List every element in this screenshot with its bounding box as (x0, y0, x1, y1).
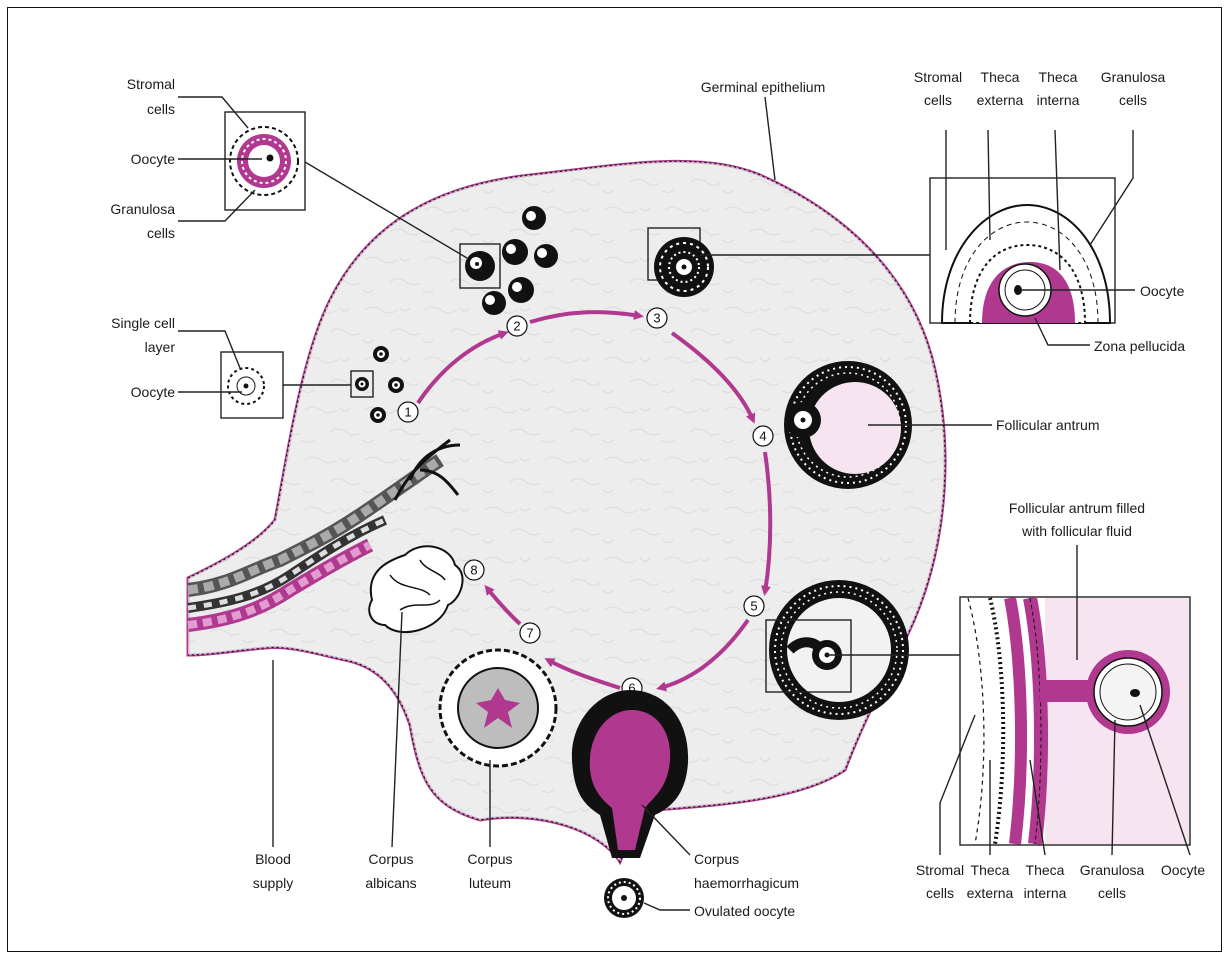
svg-text:cells: cells (147, 225, 175, 241)
label-tr-theca-externa-1: Theca (981, 69, 1020, 85)
svg-text:cells: cells (147, 101, 175, 117)
svg-text:Corpus: Corpus (368, 851, 413, 867)
inset-primary-follicle (225, 112, 305, 210)
label-br-granulosa-1: Granulosa (1080, 862, 1145, 878)
label-blood-supply-1: Blood (255, 851, 291, 867)
svg-text:albicans: albicans (365, 875, 416, 891)
label-br-stromal-2: cells (926, 885, 954, 901)
svg-text:Corpus: Corpus (467, 851, 512, 867)
label-single-cell-layer-1: Single cell (111, 315, 175, 331)
stage-7: 7 (520, 623, 540, 643)
label-tr-granulosa-2: cells (1119, 92, 1147, 108)
stage-1: 1 (398, 402, 418, 422)
label-germinal-epithelium: Germinal epithelium (701, 79, 826, 95)
stage-8-number: 8 (470, 563, 477, 578)
label-blood-supply-2: supply (253, 875, 293, 891)
label-corpus-albicans-1: Corpus (368, 851, 413, 867)
svg-text:Theca: Theca (1039, 69, 1078, 85)
inset-primordial-follicle (221, 352, 283, 418)
label-corpus-luteum-1: Corpus (467, 851, 512, 867)
label-tr-granulosa-1: Granulosa (1101, 69, 1166, 85)
label-follicular-antrum: Follicular antrum (996, 417, 1099, 433)
svg-text:Single cell: Single cell (111, 315, 175, 331)
svg-text:Theca: Theca (971, 862, 1010, 878)
stage-2: 2 (507, 316, 527, 336)
label-antrum-filled-1: Follicular antrum filled (1009, 500, 1145, 516)
label-corpus-luteum-2: luteum (469, 875, 511, 891)
label-br-theca-externa-1: Theca (971, 862, 1010, 878)
stage-5: 5 (744, 596, 764, 616)
svg-text:externa: externa (977, 92, 1024, 108)
stage-4: 4 (753, 426, 773, 446)
svg-text:Corpus: Corpus (694, 851, 739, 867)
label-antrum-filled-2: with follicular fluid (1021, 523, 1132, 539)
label-single-cell-layer-2: layer (145, 339, 176, 355)
label-tr-stromal-1: Stromal (914, 69, 962, 85)
svg-text:cells: cells (1119, 92, 1147, 108)
svg-text:luteum: luteum (469, 875, 511, 891)
svg-text:interna: interna (1037, 92, 1080, 108)
label-granulosa-tl-2: cells (147, 225, 175, 241)
svg-text:haemorrhagicum: haemorrhagicum (694, 875, 799, 891)
svg-text:cells: cells (926, 885, 954, 901)
svg-text:interna: interna (1024, 885, 1067, 901)
stage-5-number: 5 (750, 599, 757, 614)
label-corpus-albicans-2: albicans (365, 875, 416, 891)
label-tr-theca-interna-1: Theca (1039, 69, 1078, 85)
svg-text:Theca: Theca (1026, 862, 1065, 878)
label-tr-theca-externa-2: externa (977, 92, 1024, 108)
svg-text:Stromal: Stromal (916, 862, 964, 878)
label-br-theca-interna-2: interna (1024, 885, 1067, 901)
svg-text:supply: supply (253, 875, 293, 891)
svg-text:with follicular fluid: with follicular fluid (1021, 523, 1132, 539)
inset-secondary-follicle (930, 178, 1115, 323)
label-tr-oocyte: Oocyte (1140, 283, 1185, 299)
label-oocyte-tl: Oocyte (131, 151, 176, 167)
svg-text:Theca: Theca (981, 69, 1020, 85)
label-oocyte-ml: Oocyte (131, 384, 176, 400)
stage-1-number: 1 (404, 405, 411, 420)
label-corpus-haemorrhagicum-2: haemorrhagicum (694, 875, 799, 891)
svg-text:Follicular antrum filled: Follicular antrum filled (1009, 500, 1145, 516)
svg-text:layer: layer (145, 339, 176, 355)
label-tr-theca-interna-2: interna (1037, 92, 1080, 108)
corpus-luteum (440, 650, 556, 766)
stage-8: 8 (464, 560, 484, 580)
stage-2-number: 2 (513, 319, 520, 334)
svg-text:Granulosa: Granulosa (1080, 862, 1145, 878)
svg-text:Stromal: Stromal (127, 76, 175, 92)
svg-text:Granulosa: Granulosa (110, 201, 175, 217)
svg-text:Granulosa: Granulosa (1101, 69, 1166, 85)
svg-text:Blood: Blood (255, 851, 291, 867)
label-stromal-cells-tl-1: Stromal (127, 76, 175, 92)
stage-7-number: 7 (526, 626, 533, 641)
svg-text:externa: externa (967, 885, 1014, 901)
label-tr-stromal-2: cells (924, 92, 952, 108)
label-corpus-haemorrhagicum-1: Corpus (694, 851, 739, 867)
label-br-stromal-1: Stromal (916, 862, 964, 878)
label-ovulated-oocyte: Ovulated oocyte (694, 903, 795, 919)
inset-mature-follicle (960, 597, 1190, 845)
label-br-theca-externa-2: externa (967, 885, 1014, 901)
label-br-oocyte: Oocyte (1161, 862, 1206, 878)
label-granulosa-tl-1: Granulosa (110, 201, 175, 217)
ovulated-oocyte (604, 878, 644, 918)
label-zona-pellucida: Zona pellucida (1094, 338, 1185, 354)
stage-3-number: 3 (653, 311, 660, 326)
stage-4-number: 4 (759, 429, 766, 444)
svg-text:cells: cells (924, 92, 952, 108)
label-br-theca-interna-1: Theca (1026, 862, 1065, 878)
stage-3: 3 (647, 308, 667, 328)
label-br-granulosa-2: cells (1098, 885, 1126, 901)
svg-text:Stromal: Stromal (914, 69, 962, 85)
label-stromal-cells-tl-2: cells (147, 101, 175, 117)
svg-text:cells: cells (1098, 885, 1126, 901)
